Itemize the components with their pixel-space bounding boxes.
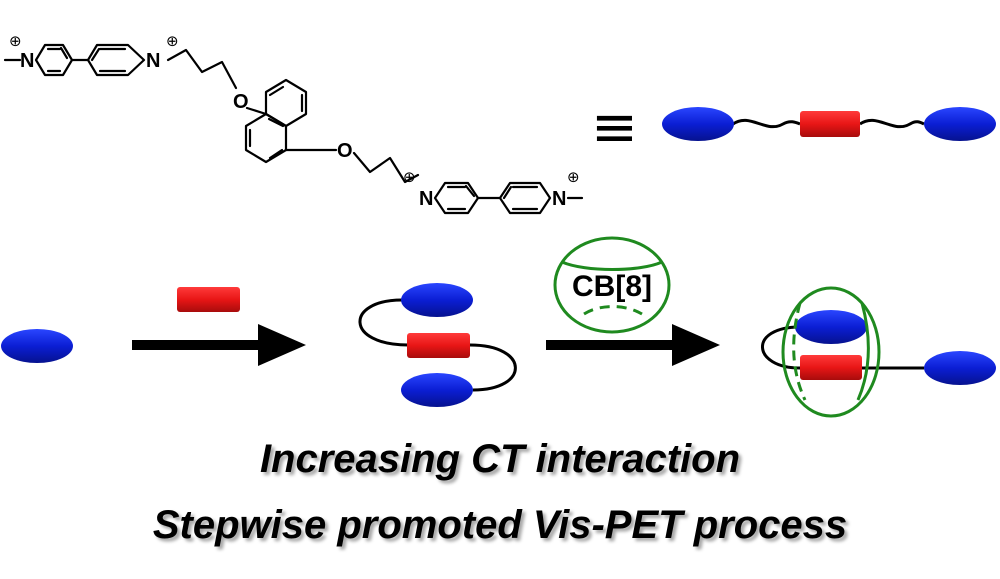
atom-n3: N	[419, 188, 433, 210]
pyridinium-ring-d	[498, 181, 552, 215]
viologen-reference	[1, 329, 73, 363]
atom-n4: N	[552, 188, 566, 210]
atom-n1: N	[20, 50, 34, 72]
caption-line-1: Increasing CT interaction	[259, 437, 741, 481]
charge-n4: ⊕	[567, 168, 580, 186]
linker-left	[732, 118, 801, 129]
ether-bond-1	[245, 106, 268, 116]
atom-labels: N ⊕ N ⊕ O O N ⊕ N ⊕	[9, 32, 580, 210]
chemical-structure	[3, 43, 584, 215]
naphthalene-unit	[800, 111, 860, 137]
folded-linker-top	[358, 298, 409, 347]
pyridinium-ring-a	[34, 43, 74, 77]
cb8-host-icon: CB[8]	[553, 236, 671, 334]
charge-n2: ⊕	[166, 32, 179, 50]
complex-linker-left	[761, 325, 801, 370]
viologen-folded-top	[401, 283, 473, 317]
linker-right	[859, 118, 925, 129]
atom-n2: N	[146, 50, 160, 72]
folded-linker-bottom	[469, 343, 517, 392]
pyridinium-ring-c	[433, 181, 480, 215]
viologen-free-end	[924, 351, 996, 385]
equivalence-symbol: ≡	[591, 95, 638, 160]
cb8-label: CB[8]	[572, 270, 652, 303]
cartoon-molecule-schematic	[662, 107, 996, 141]
arrow-step-1	[132, 324, 306, 366]
caption-line-2: Stepwise promoted Vis-PET process	[152, 503, 848, 547]
cb8-complex	[761, 286, 996, 418]
viologen-unit-left	[662, 107, 734, 141]
charge-n1: ⊕	[9, 32, 22, 50]
naphthalene-reagent	[177, 287, 240, 312]
naphthalene-folded	[407, 333, 470, 358]
cb8-ring	[781, 286, 881, 418]
propyl-chain-2	[352, 151, 420, 184]
viologen-in-cavity	[795, 310, 867, 344]
propyl-chain-1	[166, 48, 238, 90]
folded-molecule	[358, 283, 517, 407]
pyridinium-ring-b	[86, 43, 146, 77]
atom-o2: O	[337, 140, 353, 162]
charge-n3: ⊕	[403, 168, 416, 186]
viologen-folded-bottom	[401, 373, 473, 407]
arrow-step-2	[546, 324, 720, 366]
atom-o1: O	[233, 91, 249, 113]
naphthalene-core	[244, 78, 308, 164]
viologen-unit-right	[924, 107, 996, 141]
naphthalene-in-cavity	[800, 355, 862, 380]
